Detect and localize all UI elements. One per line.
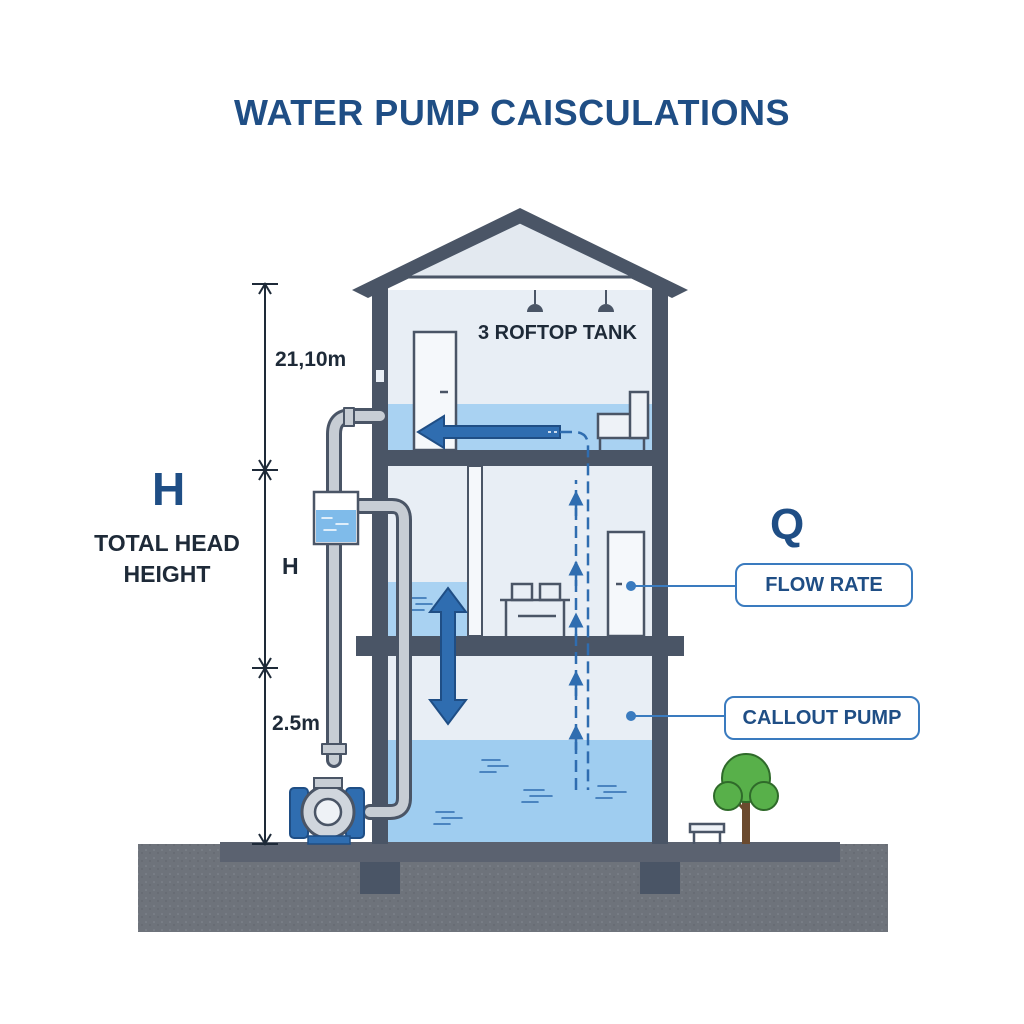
flow-pipe	[560, 430, 590, 790]
header-tank	[312, 490, 360, 546]
callout-leaders	[626, 581, 736, 721]
riser-pipe	[321, 407, 412, 820]
dimension-top-label: 21,10m	[275, 348, 347, 371]
flow-symbol: Q	[770, 500, 805, 549]
total-head-label: TOTAL HEAD HEIGHT	[94, 530, 240, 587]
water-ground-reservoir	[388, 597, 652, 842]
pump-icon	[289, 777, 365, 845]
dimension-middle-label: H	[282, 553, 299, 579]
dimension-bottom-label: 2.5m	[272, 712, 320, 735]
callout-pump: CALLOUT PUMP	[724, 696, 920, 740]
table-icon	[500, 582, 570, 636]
flow-rate-callout: FLOW RATE	[735, 563, 913, 607]
diagram-title: WATER PUMP CAISCULATIONS	[233, 92, 790, 133]
rooftop-tank-label: 3 ROFTOP TANK	[478, 322, 637, 344]
armchair-icon	[596, 390, 650, 450]
ceiling-lamp-icon	[527, 290, 614, 312]
head-symbol: H	[152, 463, 186, 515]
double-head-arrow	[428, 586, 468, 726]
vertical-pipe-interior	[467, 465, 483, 637]
ground	[138, 842, 888, 932]
roof	[352, 208, 688, 298]
dimension-lines	[252, 282, 278, 846]
bench-icon	[688, 822, 726, 844]
tree-icon	[713, 753, 779, 844]
